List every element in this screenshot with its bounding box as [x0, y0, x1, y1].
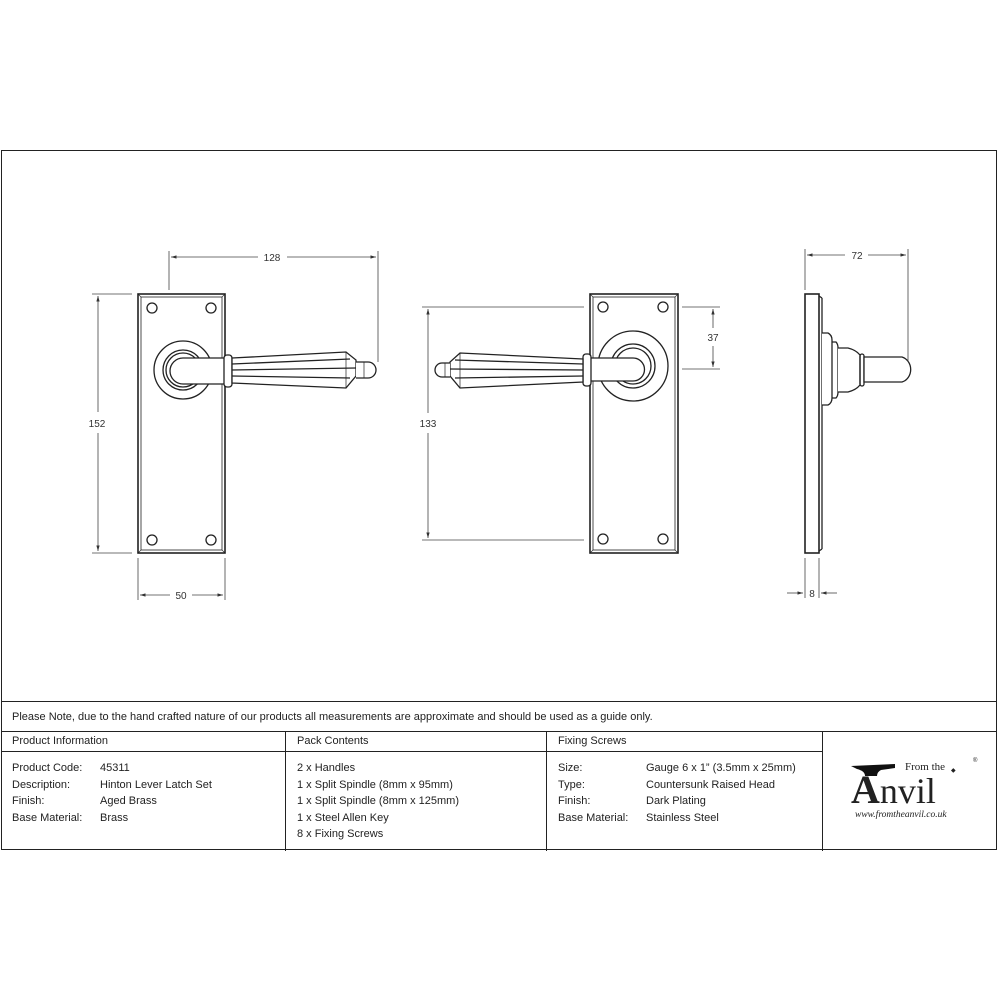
side-view — [804, 293, 912, 554]
from-the-anvil-logo: From the ◆ Anvil ® www.fromtheanvil.co.u… — [851, 758, 981, 822]
spec-row: Finish:Dark Plating — [558, 795, 706, 808]
dimension-spindle-to-top-label: 133 — [420, 419, 437, 430]
section-title: Fixing Screws — [547, 732, 822, 752]
pack-contents-section: Pack Contents 2 x Handles 1 x Split Spin… — [285, 732, 546, 851]
spec-table: Product Information Product Code:45311 D… — [1, 731, 997, 851]
logo-dot-icon: ◆ — [951, 768, 956, 774]
dimension-height-label: 152 — [89, 419, 106, 430]
dimension-width-label: 50 — [175, 591, 187, 602]
registered-mark: ® — [973, 758, 978, 764]
pack-item: 1 x Split Spindle (8mm x 125mm) — [297, 795, 459, 808]
spec-row: Size:Gauge 6 x 1” (3.5mm x 25mm) — [558, 762, 796, 774]
pack-item: 2 x Handles — [297, 762, 356, 774]
spec-row: Base Material:Stainless Steel — [558, 811, 719, 824]
front-view-left-hand — [434, 293, 679, 554]
dimension-spindle-offset-label: 37 — [707, 333, 719, 344]
pack-item: 1 x Split Spindle (8mm x 95mm) — [297, 778, 453, 791]
front-view-right-hand — [137, 293, 377, 554]
logo-from-the: From the — [905, 761, 946, 773]
pack-item: 1 x Steel Allen Key — [297, 811, 389, 824]
logo-url: www.fromtheanvil.co.uk — [855, 810, 947, 820]
logo-section: From the ◆ Anvil ® www.fromtheanvil.co.u… — [823, 732, 997, 851]
drawing-frame — [1, 150, 997, 850]
screw-hole-icon — [146, 302, 158, 314]
section-title: Pack Contents — [286, 732, 546, 752]
section-title: Product Information — [1, 732, 285, 752]
dimension-side-projection-label: 72 — [851, 251, 863, 262]
dimension-projection-label: 128 — [264, 253, 281, 264]
spec-row: Description:Hinton Lever Latch Set — [12, 778, 212, 791]
measurement-note: Please Note, due to the hand crafted nat… — [1, 701, 997, 732]
technical-drawing: 128 152 50 133 37 72 8 — [89, 249, 912, 602]
spec-row: Finish:Aged Brass — [12, 795, 157, 808]
dimension-plate-thickness-label: 8 — [809, 589, 815, 600]
spec-row: Base Material:Brass — [12, 811, 129, 824]
fixing-screws-section: Fixing Screws Size:Gauge 6 x 1” (3.5mm x… — [546, 732, 823, 851]
logo-wordmark: Anvil — [851, 767, 936, 812]
spec-row: Type:Countersunk Raised Head — [558, 778, 776, 791]
pack-item: 8 x Fixing Screws — [297, 828, 384, 841]
spec-row: Product Code:45311 — [12, 762, 130, 774]
anvil-icon — [851, 764, 895, 776]
product-information-section: Product Information Product Code:45311 D… — [1, 732, 285, 851]
